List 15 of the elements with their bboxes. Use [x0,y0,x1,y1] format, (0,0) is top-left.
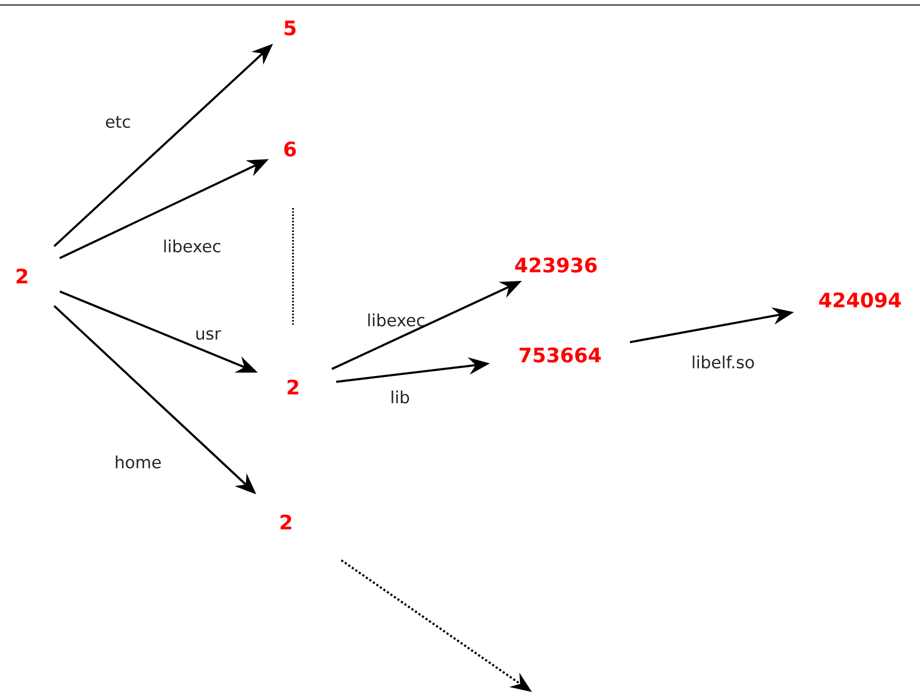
node-number: 2 [280,514,292,530]
edge-label: home [116,456,161,468]
edge-label: libelf.so [692,356,754,368]
edge-label: libexec [368,314,424,326]
node-number: 2 [288,380,298,394]
node-number: 753664 [520,347,601,363]
node-number: 5 [284,20,296,36]
node-number: 423936 [515,257,597,273]
edge-label: usr [196,330,222,340]
node-number: 2 [16,268,28,284]
node-number: 6 [284,141,296,157]
node-number: 424094 [819,292,901,308]
edge-label: libexec [164,240,220,252]
edge-label: etc [106,116,130,128]
edge-label: lib [392,390,410,404]
